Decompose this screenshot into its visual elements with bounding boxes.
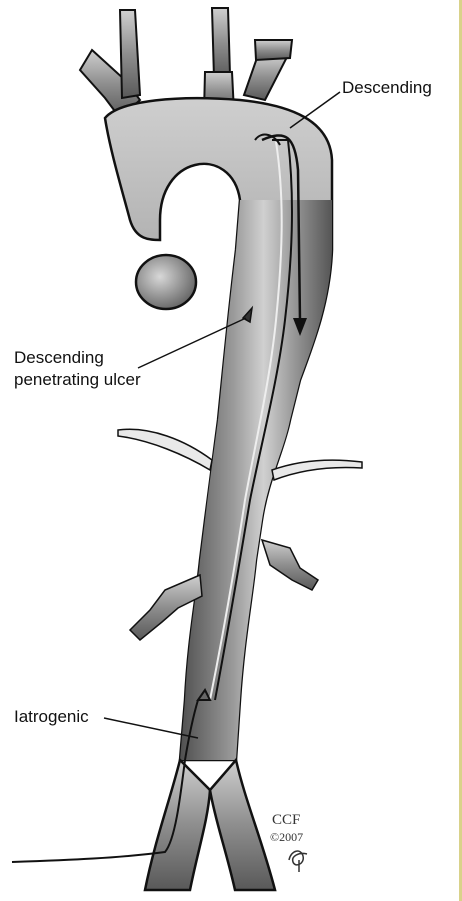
right-branch — [244, 55, 288, 100]
signature-year: ©2007 — [270, 830, 303, 845]
right-intercostal-branch — [272, 460, 362, 480]
descending-aorta-shading — [180, 200, 332, 760]
right-branch-upper — [255, 40, 292, 60]
aortic-root — [136, 255, 196, 309]
right-iliac — [210, 760, 275, 890]
right-renal-branch — [262, 540, 318, 590]
label-descending-ulcer-line2: penetrating ulcer — [14, 370, 141, 390]
label-descending-ulcer-line1: Descending — [14, 348, 104, 368]
middle-branch — [212, 8, 230, 78]
left-intercostal-branch — [118, 429, 212, 470]
left-iliac — [145, 760, 210, 890]
label-descending: Descending — [342, 78, 432, 98]
signature-mark-icon — [285, 846, 315, 874]
leader-descending — [290, 92, 340, 128]
label-iatrogenic: Iatrogenic — [14, 707, 89, 727]
signature-org: CCF — [272, 812, 300, 829]
iliac-bifurcation — [145, 760, 275, 890]
left-upper-branch-2 — [120, 10, 140, 98]
